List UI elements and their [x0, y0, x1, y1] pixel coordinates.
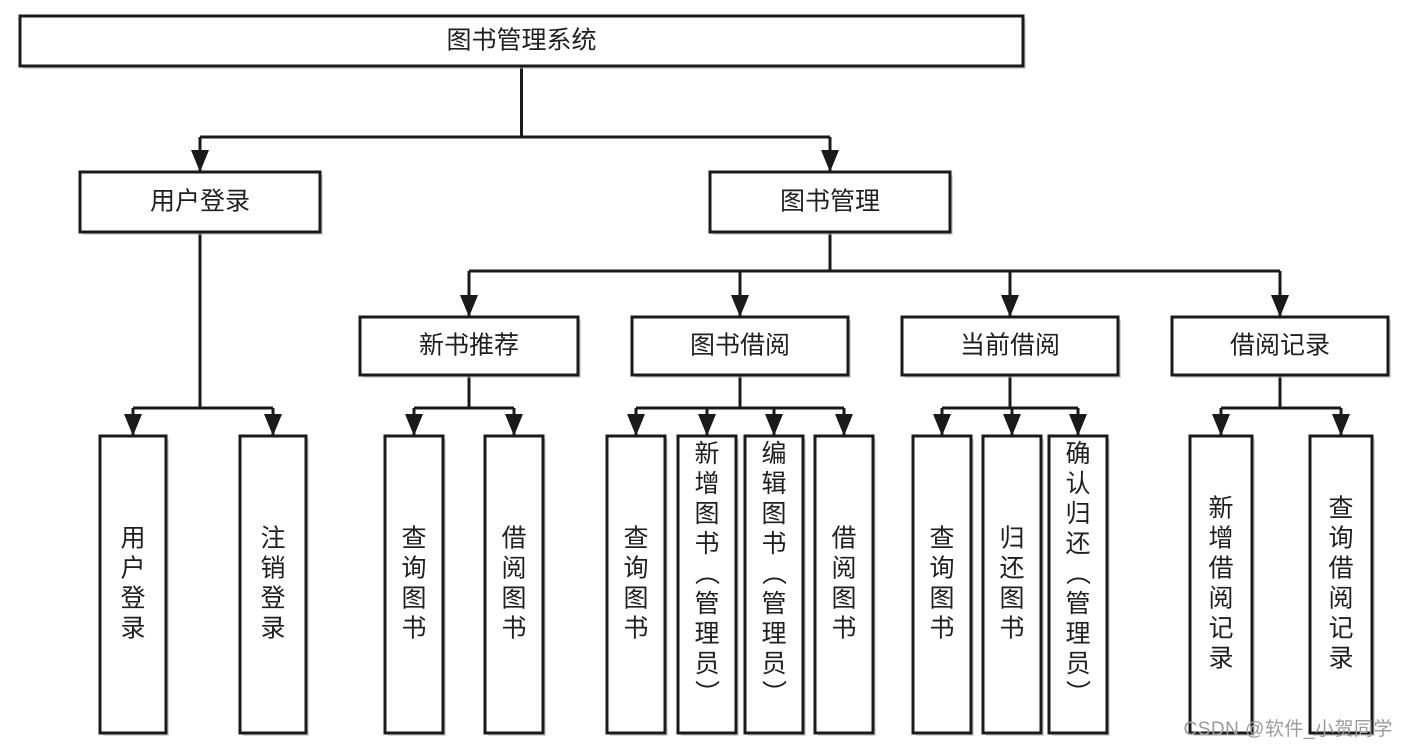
leaf-node-leaf-user-login[interactable]: 用户登录 [98, 434, 169, 736]
node-rect[interactable] [708, 170, 952, 234]
node-label: 查询借阅记录 [1328, 495, 1353, 673]
node-label: 确认归还（管理员） [1065, 440, 1091, 708]
node-rect[interactable] [605, 434, 667, 735]
node-label: 编辑图书（管理员） [761, 440, 787, 708]
node-label: 新增借阅记录 [1208, 495, 1233, 673]
node-label: 用户登录 [120, 525, 145, 643]
node-label: 注销登录 [260, 525, 285, 643]
leaf-node-leaf-borrow-book-1[interactable]: 借阅图书 [483, 434, 546, 736]
node-rect[interactable] [981, 434, 1043, 735]
arrow-head-icon [124, 414, 142, 436]
leaf-node-leaf-confirm-return[interactable]: 确认归还（管理员） [1047, 434, 1110, 736]
leaf-node-leaf-query-book-2[interactable]: 查询图书 [605, 434, 668, 736]
node-rect[interactable] [1170, 315, 1390, 377]
node-rect[interactable] [1047, 434, 1109, 735]
node-rect[interactable] [98, 434, 168, 735]
leaf-node-leaf-add-record[interactable]: 新增借阅记录 [1188, 434, 1255, 736]
arrow-head-icon [1271, 295, 1289, 317]
arrow-head-icon [460, 295, 478, 317]
node-rect[interactable] [743, 434, 805, 735]
leaf-node-leaf-query-book-1[interactable]: 查询图书 [383, 434, 446, 736]
arrow-head-icon [627, 414, 645, 436]
node-rect[interactable] [78, 170, 322, 234]
node-label: 用户登录 [150, 188, 250, 216]
node-rect[interactable] [1308, 434, 1374, 735]
node-label: 查询图书 [623, 525, 648, 643]
node-label: 新书推荐 [419, 332, 519, 360]
arrow-head-icon [191, 150, 209, 172]
arrow-head-icon [731, 295, 749, 317]
arrow-head-icon [1069, 414, 1087, 436]
level1-node-user-login[interactable]: 用户登录 [78, 170, 323, 235]
connector-layer [124, 66, 1350, 436]
arrow-head-icon [1212, 414, 1230, 436]
node-rect[interactable] [900, 315, 1120, 377]
arrow-head-icon [405, 414, 423, 436]
node-label: 当前借阅 [960, 332, 1060, 360]
node-label: 图书借阅 [690, 332, 790, 360]
node-label: 查询图书 [929, 525, 954, 643]
level2-node-borrow-record[interactable]: 借阅记录 [1170, 315, 1391, 378]
level1-node-book-manage[interactable]: 图书管理 [708, 170, 953, 235]
level2-node-current-borrow[interactable]: 当前借阅 [900, 315, 1121, 378]
node-label: 借阅记录 [1230, 332, 1330, 360]
node-label: 借阅图书 [831, 525, 856, 643]
node-label: 归还图书 [999, 525, 1024, 643]
leaf-node-leaf-borrow-book-2[interactable]: 借阅图书 [813, 434, 876, 736]
root-node-root[interactable]: 图书管理系统 [18, 14, 1026, 69]
level2-node-book-borrow[interactable]: 图书借阅 [630, 315, 851, 378]
arrow-head-icon [264, 414, 282, 436]
node-label: 查询图书 [401, 525, 426, 643]
node-label: 图书管理 [780, 188, 880, 216]
arrow-head-icon [1332, 414, 1350, 436]
node-rect[interactable] [911, 434, 973, 735]
node-rect[interactable] [1188, 434, 1254, 735]
node-rect[interactable] [483, 434, 545, 735]
arrow-head-icon [1001, 295, 1019, 317]
node-rect[interactable] [630, 315, 850, 377]
arrow-head-icon [698, 414, 716, 436]
arrow-head-icon [505, 414, 523, 436]
node-rect[interactable] [383, 434, 445, 735]
leaf-node-leaf-logout[interactable]: 注销登录 [238, 434, 309, 736]
arrow-head-icon [1003, 414, 1021, 436]
leaf-node-leaf-query-record[interactable]: 查询借阅记录 [1308, 434, 1375, 736]
node-rect[interactable] [238, 434, 308, 735]
node-rect[interactable] [18, 14, 1025, 68]
arrow-head-icon [835, 414, 853, 436]
arrow-head-icon [933, 414, 951, 436]
arrow-head-icon [765, 414, 783, 436]
arrow-head-icon [821, 150, 839, 172]
leaf-node-leaf-return-book[interactable]: 归还图书 [981, 434, 1044, 736]
node-label: 图书管理系统 [446, 27, 596, 55]
level2-node-new-book-rec[interactable]: 新书推荐 [358, 315, 581, 378]
node-rect[interactable] [358, 315, 580, 377]
node-label: 新增图书（管理员） [694, 440, 720, 708]
leaf-node-leaf-edit-book[interactable]: 编辑图书（管理员） [743, 434, 806, 736]
node-rect[interactable] [813, 434, 875, 735]
node-rect[interactable] [676, 434, 738, 735]
node-label: 借阅图书 [501, 525, 526, 643]
node-layer: 图书管理系统用户登录图书管理新书推荐图书借阅当前借阅借阅记录用户登录注销登录查询… [18, 14, 1391, 736]
leaf-node-leaf-query-book-3[interactable]: 查询图书 [911, 434, 974, 736]
leaf-node-leaf-add-book[interactable]: 新增图书（管理员） [676, 434, 739, 736]
